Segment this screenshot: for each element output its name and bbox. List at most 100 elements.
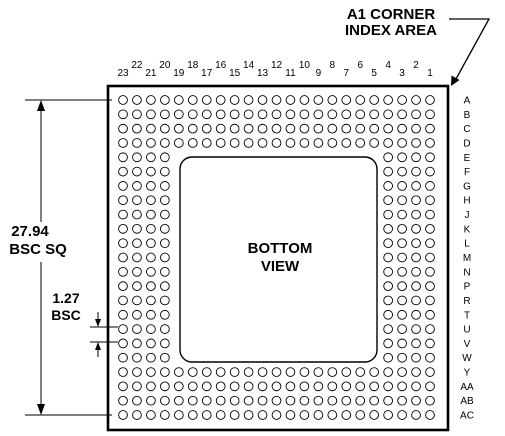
solder-ball (425, 109, 435, 120)
solder-ball (425, 410, 435, 420)
solder-ball (146, 266, 156, 277)
solder-ball-array (118, 95, 435, 420)
corner-label-line2: INDEX AREA (345, 22, 437, 39)
column-label: 10 (299, 60, 311, 71)
solder-ball (355, 367, 366, 377)
solder-ball (173, 123, 184, 134)
solder-ball (201, 109, 212, 120)
solder-ball (201, 138, 212, 148)
solder-ball (425, 281, 435, 291)
solder-ball (411, 95, 421, 105)
solder-ball (173, 395, 184, 406)
row-label: L (464, 239, 470, 250)
solder-ball (132, 224, 142, 234)
solder-ball (132, 138, 142, 148)
solder-ball (257, 109, 268, 120)
solder-ball (118, 281, 128, 291)
solder-ball (132, 309, 142, 320)
overall-dimension-qualifier: BSC SQ (9, 241, 67, 258)
solder-ball (160, 181, 170, 191)
column-label: 5 (371, 68, 377, 79)
solder-ball (160, 266, 170, 277)
solder-ball (160, 152, 170, 163)
pitch-arrow-lower (95, 342, 101, 350)
solder-ball (132, 109, 142, 120)
solder-ball (425, 352, 435, 363)
row-label: Y (464, 368, 471, 379)
solder-ball (187, 410, 198, 420)
solder-ball (201, 381, 212, 392)
solder-ball (132, 166, 142, 177)
solder-ball (271, 410, 282, 420)
solder-ball (355, 410, 366, 420)
solder-ball (383, 109, 393, 120)
solder-ball (411, 295, 421, 306)
solder-ball (215, 109, 226, 120)
pitch-arrow-upper (95, 319, 101, 327)
column-label: 14 (243, 60, 255, 71)
solder-ball (118, 324, 128, 334)
solder-ball (397, 266, 407, 277)
solder-ball (146, 309, 156, 320)
solder-ball (160, 109, 170, 120)
solder-ball (132, 338, 142, 349)
solder-ball (411, 138, 421, 148)
solder-ball (215, 381, 226, 392)
solder-ball (285, 138, 296, 148)
solder-ball (397, 95, 407, 105)
solder-ball (146, 195, 156, 206)
solder-ball (411, 381, 421, 392)
solder-ball (397, 224, 407, 234)
row-label: E (464, 153, 471, 164)
row-label: P (464, 282, 471, 293)
solder-ball (118, 238, 128, 249)
solder-ball (146, 281, 156, 291)
solder-ball (146, 338, 156, 349)
solder-ball (397, 195, 407, 206)
solder-ball (160, 224, 170, 234)
solder-ball (411, 166, 421, 177)
solder-ball (146, 410, 156, 420)
solder-ball (397, 324, 407, 334)
solder-ball (327, 410, 338, 420)
row-label: B (464, 110, 471, 121)
solder-ball (327, 109, 338, 120)
solder-ball (383, 281, 393, 291)
row-label: D (463, 138, 470, 149)
solder-ball (118, 367, 128, 377)
solder-ball (397, 381, 407, 392)
solder-ball (160, 410, 170, 420)
solder-ball (118, 181, 128, 191)
solder-ball (383, 338, 393, 349)
solder-ball (201, 367, 212, 377)
solder-ball (118, 95, 128, 105)
solder-ball (425, 252, 435, 263)
solder-ball (397, 309, 407, 320)
solder-ball (341, 381, 352, 392)
solder-ball (146, 238, 156, 249)
solder-ball (369, 410, 380, 420)
solder-ball (243, 138, 254, 148)
solder-ball (397, 352, 407, 363)
solder-ball (383, 224, 393, 234)
pitch-dimension-qualifier: BSC (51, 307, 81, 323)
solder-ball (397, 281, 407, 291)
column-label: 4 (385, 60, 391, 71)
solder-ball (383, 395, 393, 406)
solder-ball (160, 381, 170, 392)
solder-ball (160, 166, 170, 177)
solder-ball (425, 209, 435, 220)
solder-ball (411, 123, 421, 134)
solder-ball (355, 123, 366, 134)
solder-ball (257, 410, 268, 420)
solder-ball (257, 367, 268, 377)
column-label: 1 (427, 68, 433, 79)
solder-ball (118, 395, 128, 406)
solder-ball (257, 123, 268, 134)
solder-ball (425, 238, 435, 249)
solder-ball (411, 224, 421, 234)
row-label: U (463, 325, 470, 336)
solder-ball (173, 367, 184, 377)
solder-ball (160, 238, 170, 249)
